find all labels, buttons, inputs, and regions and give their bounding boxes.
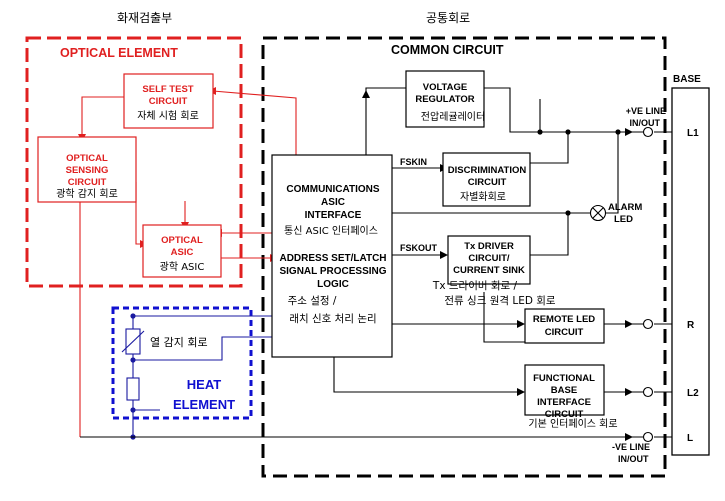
svg-text:-VE LINE: -VE LINE — [612, 442, 650, 452]
alarm-led-icon — [589, 204, 607, 222]
comm-asic-box — [271, 154, 393, 358]
terminal-l2: L2 — [687, 388, 699, 399]
remote-led-circuit-box — [524, 308, 605, 344]
base-block — [671, 87, 710, 456]
base-title: BASE — [673, 74, 701, 85]
svg-text:CURRENT SINK: CURRENT SINK — [453, 265, 525, 276]
optical-sensing-label: OPTICAL SENSING CIRCUIT 광학 감지 회로 — [56, 153, 118, 200]
tx-driver-box — [447, 235, 531, 285]
remote-led-label: REMOTE LED CIRCUIT — [533, 314, 595, 338]
svg-text:DISCRIMINATION: DISCRIMINATION — [448, 165, 527, 176]
svg-text:SELF TEST: SELF TEST — [142, 84, 193, 95]
svg-text:ALARM: ALARM — [608, 202, 642, 213]
common-circuit-header: 공통회로 — [426, 11, 470, 25]
svg-text:+VE LINE: +VE LINE — [626, 106, 666, 116]
svg-text:OPTICAL: OPTICAL — [161, 235, 203, 246]
discrimination-label: DISCRIMINATION CIRCUIT 자별화회로 — [448, 165, 527, 203]
heat-element-group — [111, 306, 253, 420]
svg-text:IN/OUT: IN/OUT — [618, 454, 649, 464]
svg-text:LOGIC: LOGIC — [317, 279, 349, 290]
svg-text:광학 ASIC: 광학 ASIC — [160, 261, 205, 273]
svg-text:IN/OUT: IN/OUT — [630, 118, 661, 128]
svg-text:기본 인터페이스 회로: 기본 인터페이스 회로 — [528, 418, 617, 430]
fskin-label: FSKIN — [400, 157, 427, 167]
voltage-regulator-box — [405, 70, 485, 128]
optical-element-group — [25, 36, 243, 288]
svg-text:Tx 드라이버 회로 /: Tx 드라이버 회로 / — [432, 280, 518, 292]
svg-text:SENSING: SENSING — [66, 165, 109, 176]
address-logic-label: ADDRESS SET/LATCH SIGNAL PROCESSING LOGI… — [279, 253, 386, 325]
voltage-regulator-label: VOLTAGE REGULATOR 전압레귤레이터 — [415, 82, 485, 123]
svg-text:ASIC: ASIC — [171, 247, 194, 258]
heat-sensing-ko-label: 열 감지 회로 — [150, 336, 208, 349]
heat-element-title-2: ELEMENT — [173, 397, 235, 412]
common-circuit-title: COMMON CIRCUIT — [391, 43, 504, 57]
svg-text:자체 시험 회로: 자체 시험 회로 — [137, 110, 199, 122]
optical-asic-box — [142, 224, 222, 278]
resistor-symbol — [126, 377, 140, 401]
svg-text:CIRCUIT: CIRCUIT — [545, 409, 584, 420]
common-wires — [80, 87, 672, 438]
svg-text:VOLTAGE: VOLTAGE — [423, 82, 468, 93]
terminal-r: R — [687, 320, 695, 331]
common-circuit-group — [261, 36, 667, 478]
optical-wires — [79, 90, 297, 437]
svg-text:OPTICAL: OPTICAL — [66, 153, 108, 164]
svg-text:자별화회로: 자별화회로 — [460, 191, 506, 203]
svg-text:CIRCUIT: CIRCUIT — [545, 327, 584, 338]
svg-text:래치 신호 처리 논리: 래치 신호 처리 논리 — [289, 313, 376, 325]
alarm-led-label: ALARM LED — [608, 202, 642, 225]
terminal-l: L — [687, 433, 693, 444]
thermistor-symbol — [121, 328, 145, 355]
tx-driver-label: Tx DRIVER CIRCUIT/ CURRENT SINK Tx 드라이버 … — [432, 241, 556, 307]
svg-text:INTERFACE: INTERFACE — [537, 397, 591, 408]
svg-text:Tx DRIVER: Tx DRIVER — [464, 241, 514, 252]
svg-text:BASE: BASE — [551, 385, 577, 396]
svg-text:ADDRESS SET/LATCH: ADDRESS SET/LATCH — [279, 253, 386, 264]
fire-detector-header: 화재검출부 — [117, 11, 172, 25]
svg-text:CIRCUIT: CIRCUIT — [68, 177, 107, 188]
svg-text:REGULATOR: REGULATOR — [415, 94, 474, 105]
self-test-circuit-box — [123, 73, 214, 129]
svg-text:COMMUNICATIONS: COMMUNICATIONS — [286, 184, 379, 195]
optical-element-title: OPTICAL ELEMENT — [60, 46, 178, 60]
functional-base-interface-box — [524, 364, 605, 416]
positive-line-label: +VE LINE IN/OUT — [626, 106, 666, 128]
common-junctions — [537, 129, 621, 216]
svg-text:광학 감지 회로: 광학 감지 회로 — [56, 188, 118, 200]
fskout-label: FSKOUT — [400, 243, 438, 253]
comm-asic-label: COMMUNICATIONS ASIC INTERFACE 통신 ASIC 인터… — [284, 184, 380, 237]
svg-text:CIRCUIT: CIRCUIT — [149, 96, 188, 107]
common-arrowheads — [362, 90, 633, 441]
svg-text:LED: LED — [614, 214, 633, 225]
svg-text:전압레귤레이터: 전압레귤레이터 — [421, 110, 485, 123]
negative-line-label: -VE LINE IN/OUT — [612, 442, 650, 464]
terminal-l1: L1 — [687, 128, 699, 139]
optical-asic-label: OPTICAL ASIC 광학 ASIC — [160, 235, 205, 273]
svg-text:CIRCUIT: CIRCUIT — [468, 177, 507, 188]
terminal-contacts — [642, 126, 654, 443]
svg-text:ASIC: ASIC — [321, 197, 345, 208]
svg-text:SIGNAL PROCESSING: SIGNAL PROCESSING — [279, 266, 386, 277]
svg-text:전류 싱크 원격 LED 회로: 전류 싱크 원격 LED 회로 — [444, 294, 556, 307]
svg-text:주소 설정 /: 주소 설정 / — [288, 295, 337, 307]
heat-junctions — [130, 313, 136, 440]
svg-text:FUNCTIONAL: FUNCTIONAL — [533, 373, 595, 384]
optical-sensing-circuit-box — [37, 136, 137, 203]
self-test-label: SELF TEST CIRCUIT 자체 시험 회로 — [137, 84, 199, 122]
svg-text:REMOTE LED: REMOTE LED — [533, 314, 595, 325]
functional-base-label: FUNCTIONAL BASE INTERFACE CIRCUIT 기본 인터페… — [528, 373, 617, 430]
heat-element-title-1: HEAT — [187, 377, 221, 392]
svg-text:INTERFACE: INTERFACE — [305, 210, 362, 221]
svg-text:CIRCUIT/: CIRCUIT/ — [468, 253, 510, 264]
svg-text:통신 ASIC 인터페이스: 통신 ASIC 인터페이스 — [284, 225, 378, 237]
discrimination-circuit-box — [442, 152, 531, 207]
